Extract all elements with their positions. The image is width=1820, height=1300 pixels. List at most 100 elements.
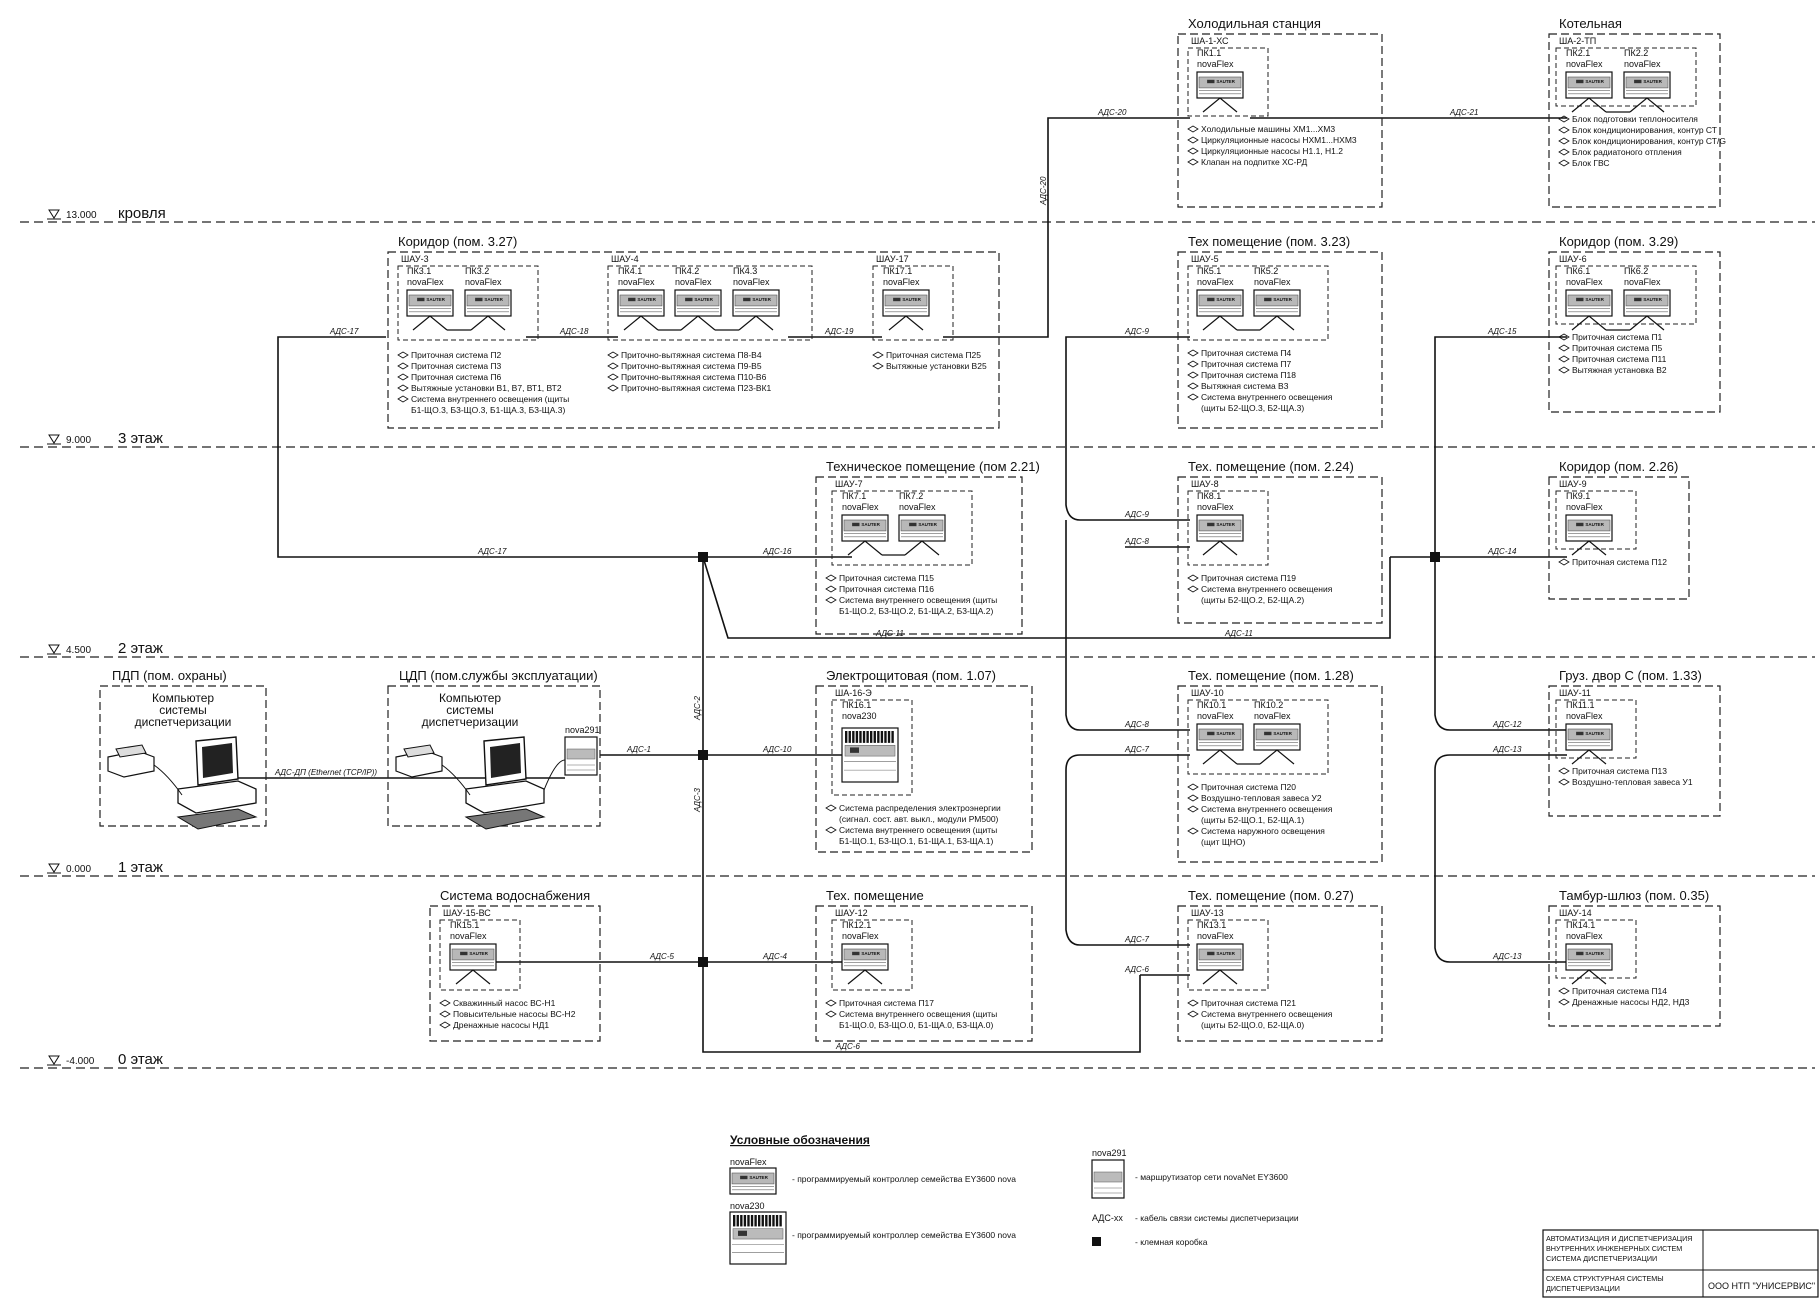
chip-brand: SAUTER [1585, 731, 1604, 736]
chip-brand: SAUTER [637, 297, 656, 302]
cable-label: АДС-9 [1124, 510, 1150, 519]
cdp-room: ЦДП (пом.службы эксплуатации)Компьютерси… [387, 668, 601, 830]
bullet-icon [1187, 371, 1199, 379]
chip-brand: SAUTER [749, 1175, 768, 1180]
cable-ads-13-a [1434, 754, 1567, 963]
controller-model: novaFlex [1197, 59, 1234, 69]
room-g133: Груз. двор С (пом. 1.33) ШАУ-11ПК11.1nova… [1548, 668, 1721, 817]
legend-n230-desc: - программируемый контроллер семейства E… [792, 1230, 1016, 1240]
system-item: Блок кондиционирования, контур СТ [1572, 125, 1717, 135]
bullet-icon [825, 1010, 837, 1018]
bullet-icon [825, 596, 837, 604]
system-item: Холодильные машины ХМ1...ХМ3 [1201, 124, 1335, 134]
bullet-icon [825, 804, 837, 812]
system-item: Система внутреннего освещения [1201, 392, 1333, 402]
pdp-computer-label: системы [159, 703, 207, 717]
cabinet-label: ШАУ-8 [1191, 479, 1219, 489]
bullet-icon [1558, 126, 1570, 134]
novaflex-controller-icon: SAUTER [1196, 943, 1244, 971]
system-item: Повысительные насосы ВС-Н2 [453, 1009, 576, 1019]
legend-router-name: nova291 [1092, 1148, 1127, 1158]
room-t224: Тех. помещение (пом. 2.24)ШАУ-8ПК8.1nova… [1177, 459, 1383, 624]
room-k226: Коридор (пом. 2.26)ШАУ-9ПК9.1novaFlexSAU… [1548, 459, 1690, 600]
system-item: Дренажные насосы НД1 [453, 1020, 549, 1030]
legend-box-symbol [1092, 1237, 1101, 1246]
controller-model: novaFlex [1197, 277, 1234, 287]
cabinet-label: ШАУ-6 [1559, 254, 1587, 264]
system-item: Приточная система П3 [411, 361, 502, 371]
bullet-icon [1187, 574, 1199, 582]
system-item: (щиты Б2-ЩО.1, Б2-ЩА.1) [1201, 815, 1304, 825]
bullet-icon [1187, 783, 1199, 791]
chip-brand: SAUTER [902, 297, 921, 302]
controller-id: ПК1.1 [1197, 48, 1221, 58]
bullet-icon [397, 362, 409, 370]
chip-brand: SAUTER [1273, 297, 1292, 302]
cable-label: АДС-13 [1492, 745, 1522, 754]
room-title: Система водоснабжения [440, 888, 590, 903]
room-title: Котельная [1559, 16, 1622, 31]
chip-brand: SAUTER [694, 297, 713, 302]
room-title: Коридор (пом. 3.29) [1559, 234, 1678, 249]
novaflex-controller-icon: SAUTER [1565, 289, 1613, 317]
system-item: Приточная система П17 [839, 998, 934, 1008]
novaflex-controller-icon: SAUTER [1623, 71, 1671, 99]
cable-label: АДС-13 [1492, 952, 1522, 961]
controller-model: novaFlex [675, 277, 712, 287]
controller-id: ПК16.1 [842, 700, 871, 710]
controller-id: ПК4.3 [733, 266, 757, 276]
novaflex-controller-icon: SAUTER [449, 943, 497, 971]
bullet-icon [1558, 137, 1570, 145]
nova230-controller-icon [841, 727, 899, 783]
novaflex-controller-icon: SAUTER [898, 514, 946, 542]
controller-model: novaFlex [1566, 59, 1603, 69]
level-mark-icon [48, 863, 60, 873]
cable-label: АДС-7 [1124, 745, 1150, 754]
bullet-icon [1558, 148, 1570, 156]
bullet-icon [397, 351, 409, 359]
controller-id: ПК5.2 [1254, 266, 1278, 276]
controller-model: novaFlex [618, 277, 655, 287]
room-title: Тех. помещение [826, 888, 924, 903]
room-t027: Тех. помещение (пом. 0.27)ШАУ-13ПК13.1no… [1177, 888, 1383, 1042]
novaflex-controller-icon: SAUTER [1196, 289, 1244, 317]
room-title: Груз. двор С (пом. 1.33) [1559, 668, 1702, 683]
controller-model: novaFlex [1624, 59, 1661, 69]
cable-label: АДС-14 [1487, 547, 1517, 556]
system-item: Дренажные насосы НД2, НД3 [1572, 997, 1690, 1007]
room-tsh035: Тамбур-шлюз (пом. 0.35)ШАУ-14ПК14.1novaF… [1548, 888, 1721, 1027]
room-tp0: Тех. помещениеШАУ-12ПК12.1novaFlexSAUTER… [815, 888, 1033, 1042]
chip-brand: SAUTER [1216, 79, 1235, 84]
router-label: nova291 [565, 725, 600, 735]
controller-model: novaFlex [1624, 277, 1661, 287]
cable-ads-12 [1434, 557, 1567, 731]
level-name: кровля [118, 205, 166, 222]
cabinet-label: ШАУ-11 [1559, 688, 1591, 698]
novaflex-controller-icon: SAUTER [1565, 943, 1613, 971]
controller-model: novaFlex [1254, 277, 1291, 287]
chip-brand: SAUTER [1216, 522, 1235, 527]
controller-id: ПК11.1 [1566, 700, 1595, 710]
legend-router-desc: - маршрутизатор сети novaNet EY3600 [1135, 1172, 1288, 1182]
computer-icon [107, 736, 258, 830]
legend-flex-desc: - программируемый контроллер семейства E… [792, 1174, 1016, 1184]
cabinet-label: ШАУ-17 [876, 254, 909, 264]
cable-ads-15 [1434, 336, 1567, 557]
cable-label: АДС-17 [477, 547, 507, 556]
system-item: Система внутреннего освещения [1201, 584, 1333, 594]
system-item: Приточная система П14 [1572, 986, 1667, 996]
bullet-icon [1558, 558, 1570, 566]
controller-id: ПК3.1 [407, 266, 431, 276]
system-item: Циркуляционные насосы НХМ1...НХМ3 [1201, 135, 1357, 145]
room-title: Тамбур-шлюз (пом. 0.35) [1559, 888, 1709, 903]
level-mark-icon [48, 209, 60, 219]
cabinet-label: ША-1-ХС [1191, 36, 1229, 46]
novaflex-controller-icon: SAUTER [1565, 514, 1613, 542]
controller-model: novaFlex [1566, 711, 1603, 721]
workstations: ПДП (пом. охраны)Компьютерсистемыдиспетч… [99, 668, 601, 830]
level-name: 3 этаж [118, 430, 163, 447]
controller-id: ПК13.1 [1197, 920, 1226, 930]
room-title: Тех. помещение (пом. 0.27) [1188, 888, 1354, 903]
controller-id: ПК2.1 [1566, 48, 1590, 58]
